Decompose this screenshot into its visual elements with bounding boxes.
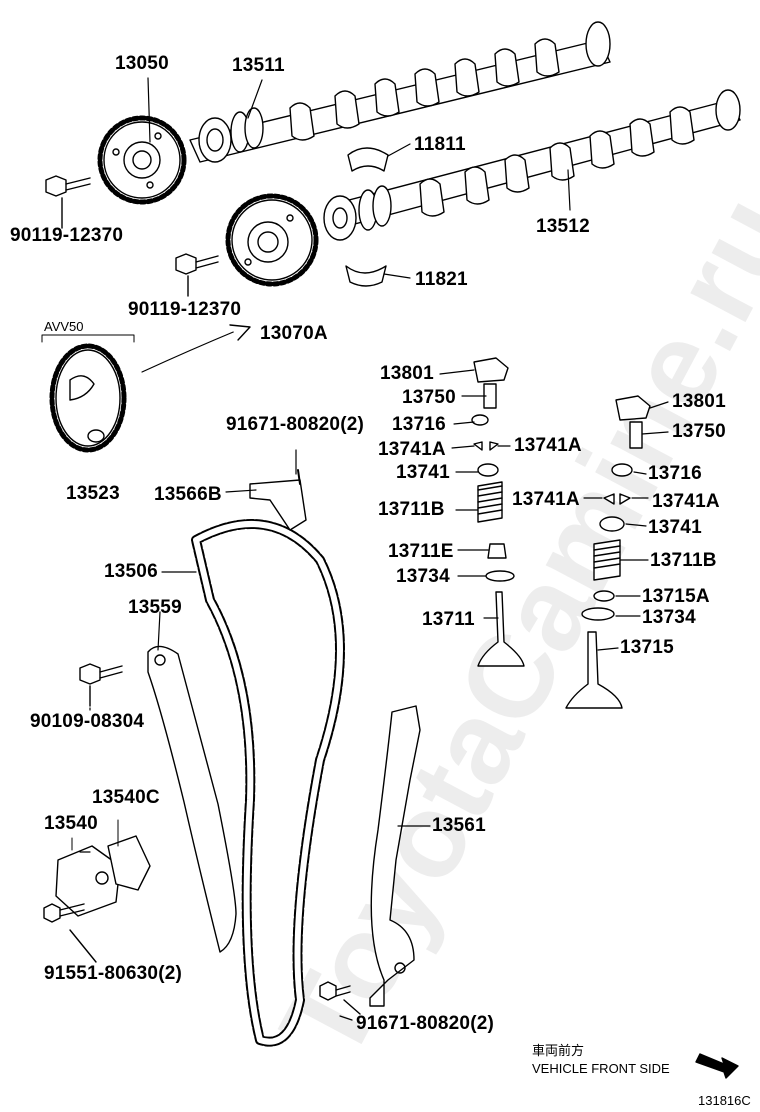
label-13540: 13540 (44, 813, 98, 834)
label-13734-left: 13734 (396, 566, 450, 587)
label-13711E: 13711E (388, 541, 454, 562)
label-13561: 13561 (432, 815, 486, 836)
label-13741-right: 13741 (648, 517, 702, 538)
label-13540C: 13540C (92, 787, 160, 808)
bolt-91551 (43, 903, 97, 963)
label-13715A: 13715A (642, 586, 710, 607)
label-90119-b: 90119-12370 (128, 299, 242, 320)
label-11811: 11811 (414, 134, 466, 155)
label-13716-right: 13716 (648, 463, 702, 484)
label-13716-left: 13716 (392, 414, 446, 435)
arrow-head (229, 324, 251, 341)
avv50-bracket (41, 334, 135, 343)
camshaft-13511 (189, 21, 611, 163)
label-91671-top: 91671-80820(2) (226, 414, 365, 435)
figure-code: 131816C (698, 1093, 751, 1108)
valve-train-right (565, 395, 651, 709)
bolt-91671-bottom (319, 981, 361, 1015)
bearing-11821 (345, 265, 387, 287)
label-13711: 13711 (422, 609, 475, 630)
label-13523: 13523 (66, 483, 120, 504)
tensioner-arm-13559 (147, 645, 237, 953)
label-13715: 13715 (620, 637, 674, 658)
crank-sprocket-13523 (49, 343, 127, 453)
valve-train-left (471, 357, 525, 667)
label-13750-right: 13750 (672, 421, 726, 442)
label-13801-right: 13801 (672, 391, 726, 412)
bolt-90119-b (175, 253, 219, 297)
label-13506: 13506 (104, 561, 158, 582)
label-13734-right: 13734 (642, 607, 696, 628)
direction-label-jp: 車両前方 (532, 1043, 585, 1058)
camshaft-13512 (323, 89, 741, 241)
label-13741-left: 13741 (396, 462, 450, 483)
bolt-90119-a (45, 175, 91, 229)
label-13741A-right-b: 13741A (652, 491, 720, 512)
label-11821: 11821 (415, 269, 468, 290)
gasket-13540C (107, 835, 151, 891)
label-13566B: 13566B (154, 484, 222, 505)
label-90119-a: 90119-12370 (10, 225, 124, 246)
label-13741A-right-a: 13741A (512, 489, 580, 510)
label-13511: 13511 (232, 55, 285, 76)
label-13050: 13050 (115, 53, 169, 74)
chain-tensioner-13540 (55, 845, 121, 917)
label-13801-left: 13801 (380, 363, 434, 384)
cam-timing-gear-13050 (97, 115, 187, 205)
label-13559: 13559 (128, 597, 182, 618)
label-13711B-right: 13711B (650, 550, 717, 571)
label-13512: 13512 (536, 216, 590, 237)
label-13750-left: 13750 (402, 387, 456, 408)
label-91551: 91551-80630(2) (44, 963, 183, 984)
direction-arrow-curve (141, 329, 239, 373)
label-91671-bottom: 91671-80820(2) (356, 1013, 495, 1034)
bearing-11811 (347, 147, 389, 172)
label-13741A-left-a: 13741A (378, 439, 446, 460)
direction-label-en: VEHICLE FRONT SIDE (532, 1061, 670, 1076)
label-13711B-left: 13711B (378, 499, 445, 520)
vehicle-front-arrow (695, 1053, 739, 1079)
bolt-90109 (79, 663, 123, 707)
label-13070A: 13070A (260, 323, 328, 344)
leader-lines (79, 77, 669, 1021)
label-avv50: AVV50 (44, 319, 84, 334)
label-13741A-left-b: 13741A (514, 435, 582, 456)
chain-damper-13561 (369, 705, 421, 1007)
label-90109: 90109-08304 (30, 711, 145, 732)
cam-timing-gear-13070A (225, 193, 319, 287)
